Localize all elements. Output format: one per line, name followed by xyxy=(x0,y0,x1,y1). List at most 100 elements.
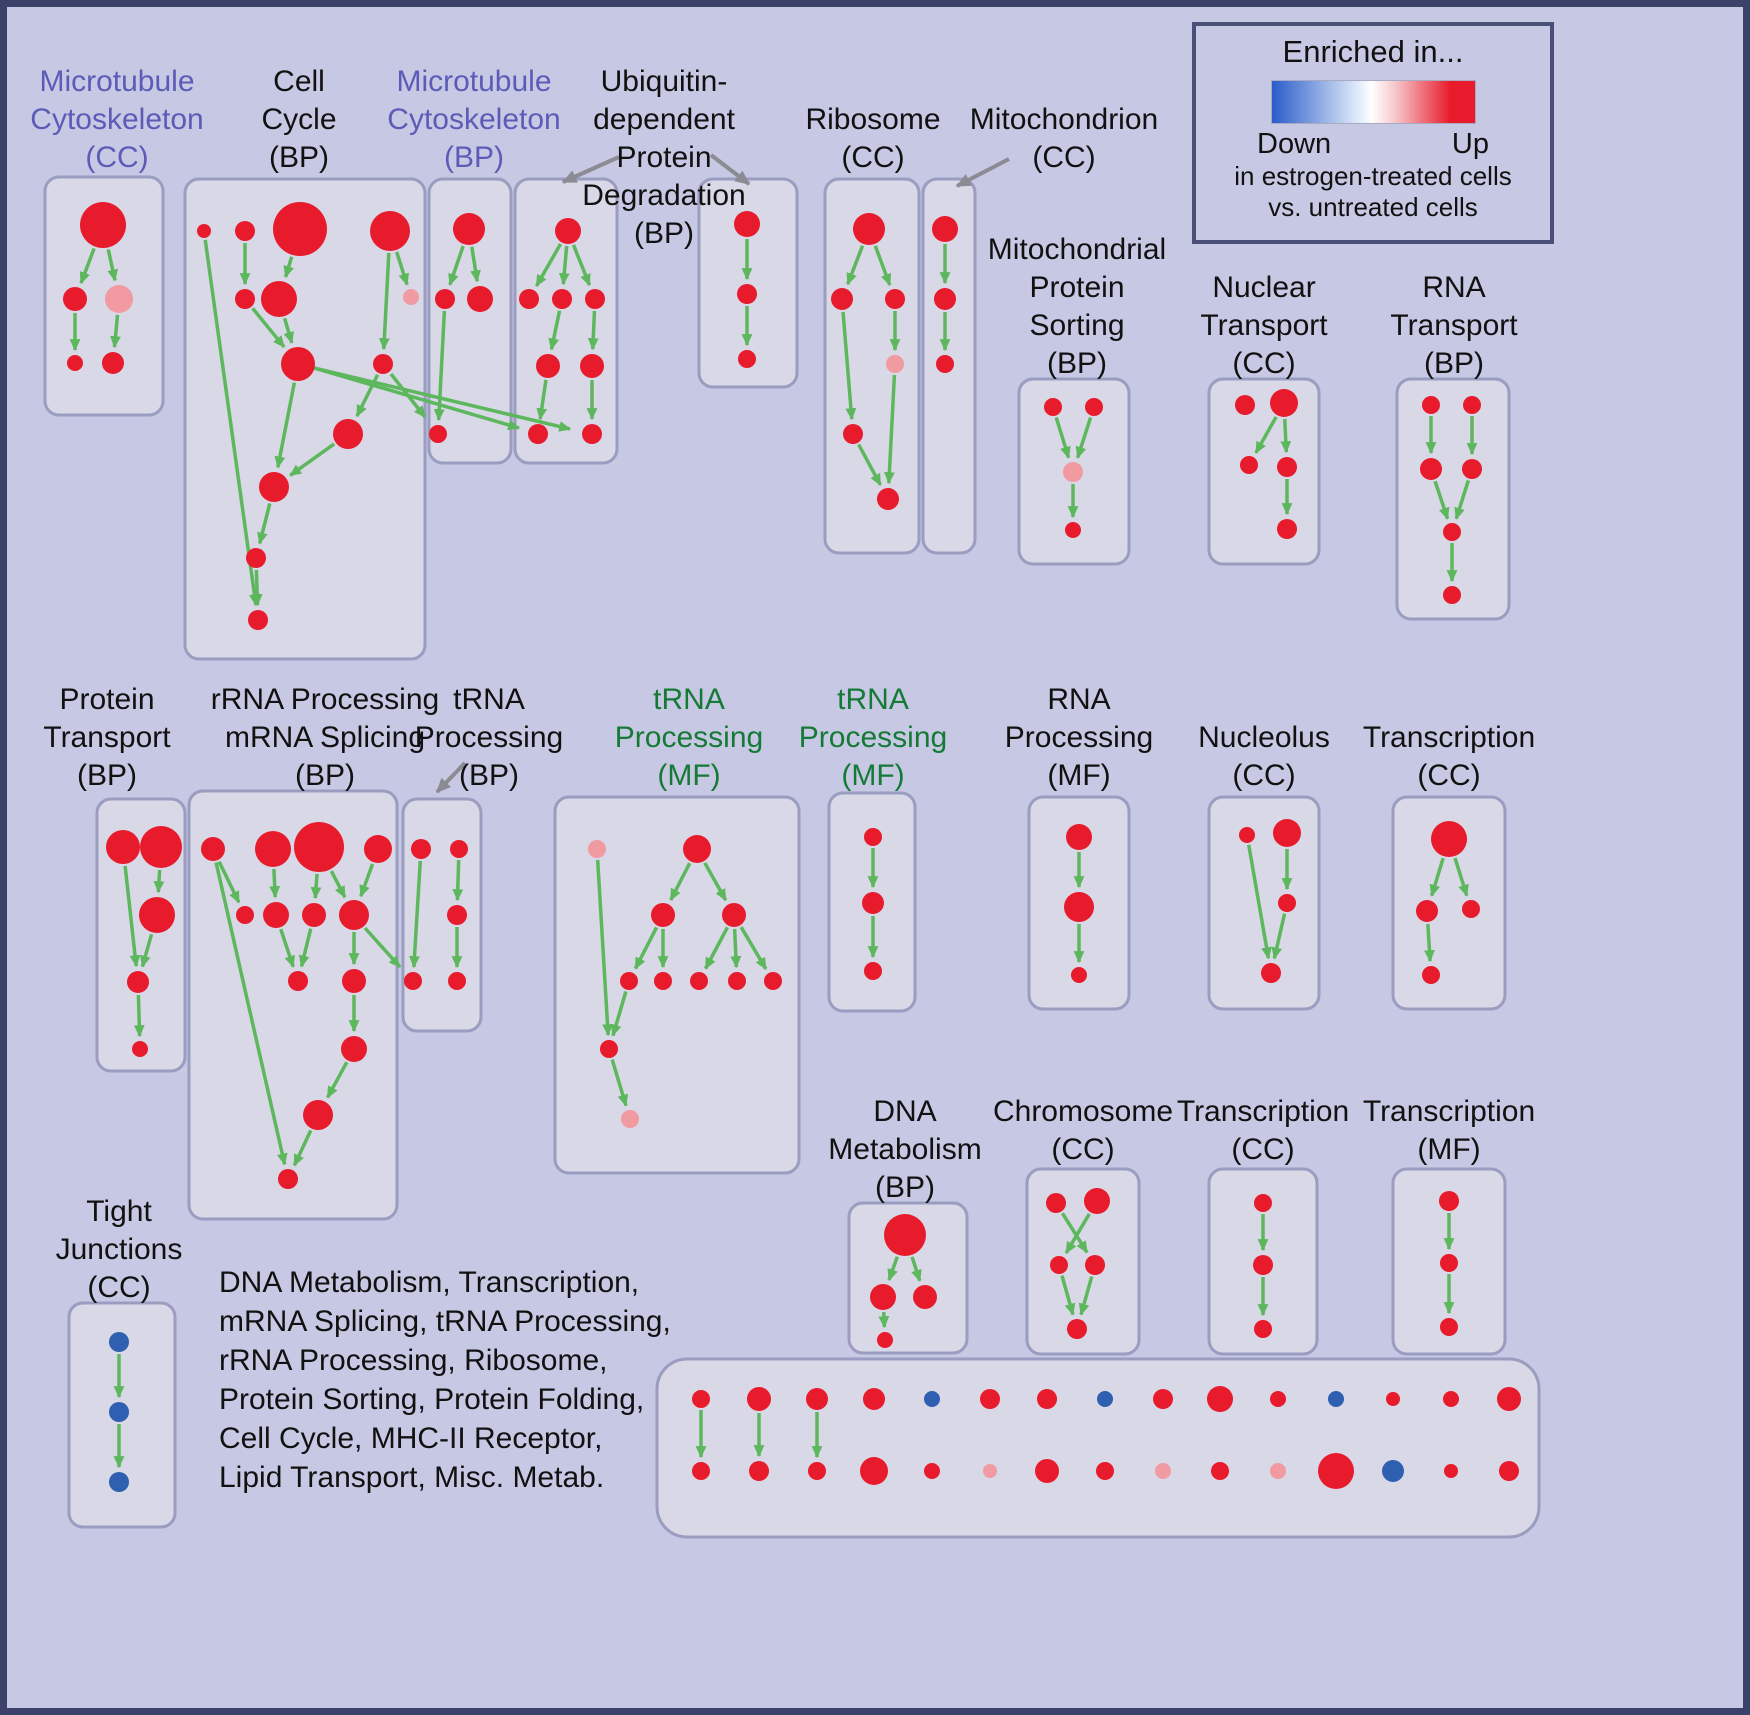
edge-arrow xyxy=(279,928,295,968)
group-label-mitochondrion-cc: Mitochondrion(CC) xyxy=(970,103,1158,174)
edge-arrow xyxy=(269,868,281,899)
edge-arrow xyxy=(846,245,865,286)
group-box-trna-processing-bp xyxy=(401,797,483,1033)
go-term-node-red xyxy=(1443,1391,1459,1407)
go-term-node-red xyxy=(453,213,485,245)
group-label-chromosome-cc: Chromosome(CC) xyxy=(993,1095,1173,1166)
edge-arrow xyxy=(133,994,145,1038)
edge-arrow xyxy=(878,1311,890,1329)
go-term-node-red xyxy=(620,972,638,990)
go-term-node-red xyxy=(139,897,175,933)
edge-arrow xyxy=(79,247,96,285)
go-term-node-red xyxy=(885,289,905,309)
go-term-node-red xyxy=(764,972,782,990)
go-term-node-red xyxy=(273,202,327,256)
go-term-node-red xyxy=(862,892,884,914)
group-box-nuclear-transport-cc xyxy=(1207,377,1321,566)
legend-subtitle-2: vs. untreated cells xyxy=(1268,192,1478,222)
edge-arrow xyxy=(1060,1212,1089,1254)
go-term-node-red xyxy=(259,472,289,502)
go-term-node-blue xyxy=(1097,1391,1113,1407)
edge-arrow xyxy=(610,991,628,1037)
edge-arrow xyxy=(1246,844,1272,960)
go-term-node-red xyxy=(404,972,422,990)
go-term-node-red xyxy=(683,835,711,863)
misc-text-line: DNA Metabolism, Transcription, xyxy=(219,1266,640,1299)
go-term-node-red xyxy=(1064,892,1094,922)
go-term-node-red xyxy=(1463,396,1481,414)
edge-arrow xyxy=(140,933,154,968)
go-term-node-pink xyxy=(105,285,133,313)
go-term-node-red xyxy=(1386,1392,1400,1406)
legend-down-label: Down xyxy=(1257,128,1332,160)
go-term-node-red xyxy=(585,289,605,309)
edge-arrow xyxy=(633,926,659,970)
go-term-node-red xyxy=(236,906,254,924)
misc-text-line: rRNA Processing, Ribosome, xyxy=(219,1344,608,1377)
go-term-node-red xyxy=(127,971,149,993)
edge-arrow xyxy=(326,1061,349,1099)
edge-arrow xyxy=(873,245,892,286)
misc-text-block: DNA Metabolism, Transcription,mRNA Splic… xyxy=(219,1263,671,1497)
go-term-node-red xyxy=(1497,1387,1521,1411)
go-term-node-red xyxy=(722,903,746,927)
go-term-node-red xyxy=(692,1462,710,1480)
go-term-node-red xyxy=(342,969,366,993)
go-term-node-red xyxy=(302,903,326,927)
go-term-node-red xyxy=(1440,1254,1458,1272)
go-term-node-red xyxy=(1270,1391,1286,1407)
edge-arrow xyxy=(282,317,294,344)
go-term-node-red xyxy=(197,224,211,238)
go-term-node-red xyxy=(1277,457,1297,477)
go-term-node-red xyxy=(1153,1389,1173,1409)
group-box-dna-metabolism-bp xyxy=(847,1201,969,1355)
go-term-node-red xyxy=(737,284,757,304)
edge-arrow xyxy=(378,252,391,351)
edge-arrow xyxy=(153,869,165,894)
go-term-node-red xyxy=(1235,395,1255,415)
edge-arrow xyxy=(329,870,347,899)
edge-arrow xyxy=(587,310,599,351)
go-term-node-red xyxy=(863,1388,885,1410)
legend-gradient-bar xyxy=(1270,80,1476,124)
go-term-node-red xyxy=(877,488,899,510)
go-term-node-red xyxy=(411,839,431,859)
go-term-node-red xyxy=(1240,456,1258,474)
go-term-node-red xyxy=(934,288,956,310)
go-term-node-red xyxy=(278,1169,298,1189)
edge-arrow xyxy=(1429,857,1445,897)
go-term-node-red xyxy=(1254,1194,1272,1212)
edge-arrow xyxy=(857,443,882,486)
go-term-node-blue xyxy=(1328,1391,1344,1407)
go-term-node-red xyxy=(450,840,468,858)
edge-arrow xyxy=(1064,1213,1091,1254)
go-term-node-red xyxy=(580,354,604,378)
go-term-node-red xyxy=(1084,1188,1110,1214)
go-term-node-red xyxy=(1096,1462,1114,1480)
go-term-node-red xyxy=(936,355,954,373)
go-term-node-red xyxy=(536,354,560,378)
go-term-node-pink xyxy=(886,355,904,373)
go-term-node-red xyxy=(429,425,447,443)
go-term-node-red xyxy=(690,972,708,990)
group-box-chromosome-cc xyxy=(1025,1167,1141,1356)
go-term-node-red xyxy=(1416,900,1438,922)
go-term-node-pink xyxy=(588,840,606,858)
edge-arrow xyxy=(395,251,409,286)
edge-arrow xyxy=(703,862,728,902)
go-term-node-red xyxy=(1440,1318,1458,1336)
edge-arrow xyxy=(251,307,286,349)
edge-arrow xyxy=(548,310,562,351)
go-term-node-red xyxy=(747,1387,771,1411)
go-term-node-blue xyxy=(109,1402,129,1422)
edge-arrow xyxy=(739,926,768,970)
edge-arrow xyxy=(1454,479,1471,520)
group-label-transcription-cc-upper: Transcription(CC) xyxy=(1363,721,1535,792)
go-term-node-red xyxy=(1050,1256,1068,1274)
